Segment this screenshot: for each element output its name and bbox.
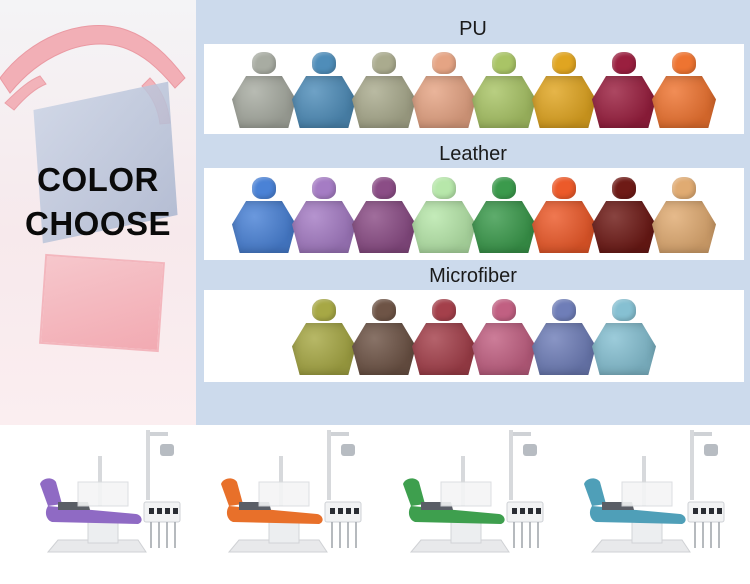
swatch-headrest bbox=[252, 177, 276, 199]
swatch-seat bbox=[592, 323, 656, 375]
swatch-band-leather bbox=[204, 168, 744, 260]
decorative-panel: COLOR CHOOSE bbox=[0, 0, 196, 425]
color-swatch[interactable] bbox=[592, 295, 656, 377]
swatch-seat bbox=[532, 201, 596, 253]
color-swatch[interactable] bbox=[472, 295, 536, 377]
color-swatch[interactable] bbox=[532, 295, 596, 377]
color-swatch[interactable] bbox=[592, 173, 656, 255]
swatch-row-leather bbox=[204, 168, 744, 260]
swatch-headrest bbox=[372, 52, 396, 74]
swatch-band-microfiber bbox=[204, 290, 744, 382]
swatch-seat bbox=[472, 201, 536, 253]
swatch-headrest bbox=[672, 177, 696, 199]
swatch-headrest bbox=[432, 52, 456, 74]
swatch-seat bbox=[412, 76, 476, 128]
dental-chair-icon bbox=[39, 430, 181, 553]
dental-chair-icon bbox=[402, 430, 544, 553]
swatch-seat bbox=[652, 76, 716, 128]
color-swatch[interactable] bbox=[232, 48, 296, 130]
swatch-seat bbox=[352, 76, 416, 128]
color-swatch[interactable] bbox=[472, 48, 536, 130]
dental-chair-image bbox=[562, 422, 732, 570]
swatch-row-microfiber bbox=[204, 290, 744, 382]
color-swatch[interactable] bbox=[412, 173, 476, 255]
swatch-headrest bbox=[312, 299, 336, 321]
section-title-leather: Leather bbox=[439, 143, 507, 165]
color-swatch[interactable] bbox=[352, 48, 416, 130]
color-swatch[interactable] bbox=[652, 48, 716, 130]
color-swatch[interactable] bbox=[352, 295, 416, 377]
color-swatch[interactable] bbox=[232, 173, 296, 255]
swatch-seat bbox=[532, 323, 596, 375]
swatch-seat bbox=[652, 201, 716, 253]
swatch-headrest bbox=[432, 177, 456, 199]
swatch-seat bbox=[292, 201, 356, 253]
swatch-row-pu bbox=[204, 44, 744, 134]
swatch-headrest bbox=[552, 52, 576, 74]
swatch-headrest bbox=[252, 52, 276, 74]
swatch-seat bbox=[352, 323, 416, 375]
color-swatch[interactable] bbox=[412, 48, 476, 130]
swatch-seat bbox=[472, 323, 536, 375]
swatch-headrest bbox=[612, 299, 636, 321]
swatch-headrest bbox=[372, 299, 396, 321]
swatch-headrest bbox=[492, 52, 516, 74]
color-swatch[interactable] bbox=[412, 295, 476, 377]
color-swatch[interactable] bbox=[532, 173, 596, 255]
color-swatch[interactable] bbox=[352, 173, 416, 255]
color-swatch[interactable] bbox=[532, 48, 596, 130]
color-swatch[interactable] bbox=[592, 48, 656, 130]
swatch-headrest bbox=[552, 177, 576, 199]
dental-chair-image bbox=[18, 422, 188, 570]
swatch-seat bbox=[352, 201, 416, 253]
swatch-headrest bbox=[432, 299, 456, 321]
color-swatch[interactable] bbox=[292, 173, 356, 255]
swatch-seat bbox=[292, 76, 356, 128]
headline-line-1: COLOR bbox=[37, 161, 159, 198]
swatch-headrest bbox=[312, 52, 336, 74]
color-swatch[interactable] bbox=[652, 173, 716, 255]
swatch-headrest bbox=[312, 177, 336, 199]
color-swatch-panel: PU Leather Microfiber bbox=[196, 0, 750, 425]
swatch-seat bbox=[292, 323, 356, 375]
swatch-headrest bbox=[612, 177, 636, 199]
swatch-seat bbox=[232, 76, 296, 128]
swatch-band-pu bbox=[204, 44, 744, 134]
dental-chair-image bbox=[199, 422, 369, 570]
swatch-seat bbox=[592, 76, 656, 128]
section-title-microfiber: Microfiber bbox=[429, 265, 517, 287]
swatch-seat bbox=[532, 76, 596, 128]
decorative-box bbox=[39, 253, 165, 353]
swatch-headrest bbox=[552, 299, 576, 321]
swatch-headrest bbox=[372, 177, 396, 199]
swatch-headrest bbox=[612, 52, 636, 74]
color-swatch[interactable] bbox=[472, 173, 536, 255]
headline-line-2: CHOOSE bbox=[24, 205, 172, 242]
swatch-headrest bbox=[492, 177, 516, 199]
swatch-seat bbox=[592, 201, 656, 253]
section-title-pu: PU bbox=[459, 18, 487, 40]
swatch-seat bbox=[412, 201, 476, 253]
color-swatch[interactable] bbox=[292, 295, 356, 377]
swatch-seat bbox=[412, 323, 476, 375]
dental-chair-icon bbox=[584, 430, 725, 553]
dental-chair-image bbox=[381, 422, 551, 570]
dental-chair-strip bbox=[0, 425, 750, 584]
color-swatch[interactable] bbox=[292, 48, 356, 130]
swatch-seat bbox=[472, 76, 536, 128]
swatch-headrest bbox=[492, 299, 516, 321]
swatch-headrest bbox=[672, 52, 696, 74]
swatch-seat bbox=[232, 201, 296, 253]
page-headline: COLOR CHOOSE bbox=[0, 158, 196, 246]
dental-chair-icon bbox=[221, 430, 362, 553]
